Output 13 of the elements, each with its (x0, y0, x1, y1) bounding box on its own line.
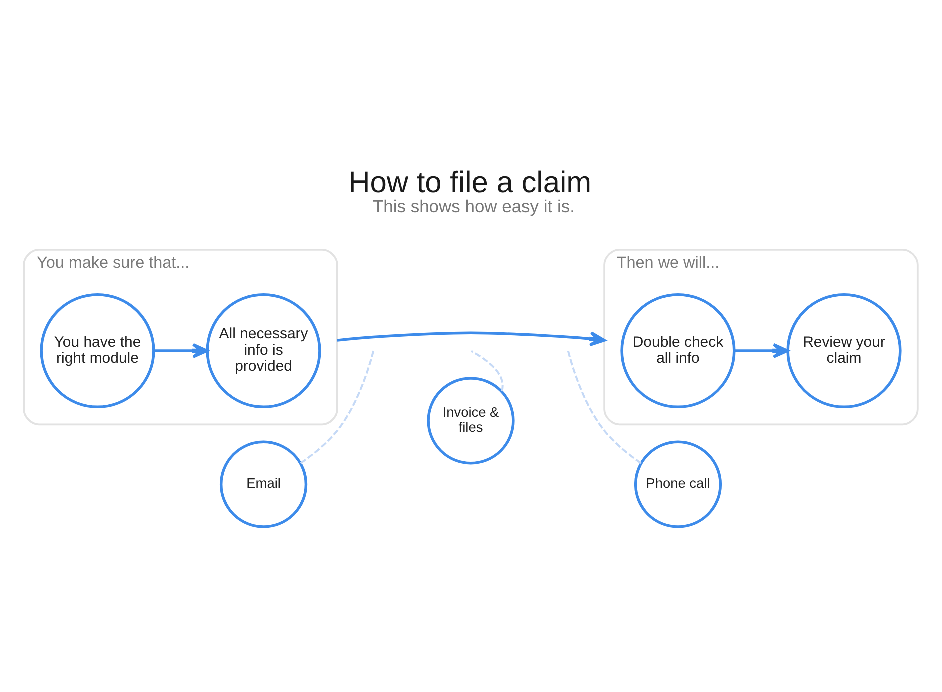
connector (300, 350, 375, 464)
arrow (154, 343, 209, 359)
node-circle: All necessary info is provided (206, 293, 322, 409)
node-circle: Double check all info (620, 293, 736, 409)
arrow (734, 343, 790, 359)
connector (567, 350, 642, 464)
connector (471, 350, 504, 392)
node-circle: Phone call (634, 440, 722, 528)
node-circle: Email (220, 440, 308, 528)
node-circle: Invoice & files (427, 377, 515, 465)
arrow (337, 332, 606, 347)
node-circle: Review your claim (786, 293, 902, 409)
node-circle: You have the right module (40, 293, 156, 409)
